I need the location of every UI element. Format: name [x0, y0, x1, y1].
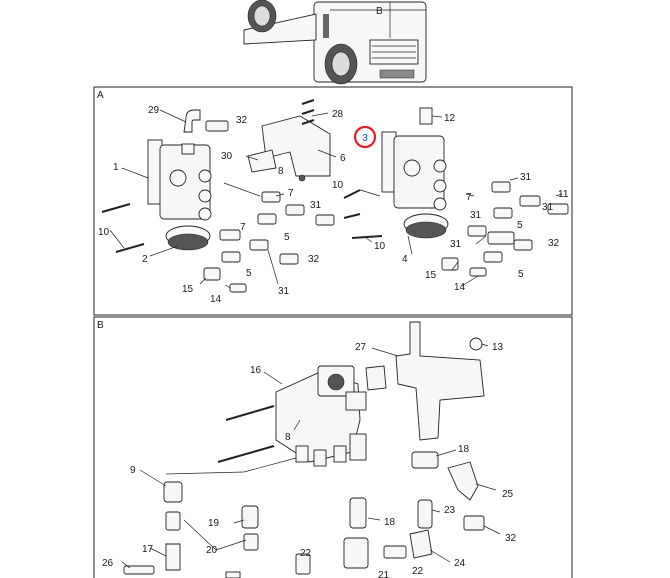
callout-32b: 32 — [308, 254, 320, 265]
b-callout-22a: 22 — [300, 548, 312, 559]
b-callout-20: 20 — [206, 545, 218, 556]
callout-5a: 5 — [284, 232, 290, 243]
callout-29: 29 — [148, 105, 160, 116]
callout-5c: 5 — [517, 220, 523, 231]
callout-10a: 10 — [98, 227, 110, 238]
callout-14b: 14 — [454, 282, 466, 293]
callout-31e: 31 — [542, 202, 554, 213]
panel-b-label: B — [97, 320, 104, 331]
callout-8: 8 — [278, 166, 284, 177]
b-callout-16: 16 — [250, 365, 262, 376]
b-callout-17: 17 — [142, 544, 154, 555]
callout-15a: 15 — [182, 284, 194, 295]
panel-a-label: A — [97, 90, 104, 101]
truck-illustration — [243, 0, 427, 85]
callout-31c: 31 — [520, 172, 532, 183]
highlight-callout-3[interactable]: 3 — [362, 133, 368, 144]
callout-15b: 15 — [425, 270, 437, 281]
panel-b-frame — [93, 316, 573, 578]
b-callout-22b: 22 — [412, 566, 424, 577]
callout-10c: 10 — [374, 241, 386, 252]
b-callout-18b: 18 — [384, 517, 396, 528]
b-callout-21: 21 — [378, 570, 390, 578]
callout-12: 12 — [444, 113, 456, 124]
callout-1: 1 — [113, 162, 119, 173]
callout-4: 4 — [402, 254, 408, 265]
panel-a-callouts: 29 32 28 1 30 6 8 7 31 7 5 10 2 5 32 15 … — [98, 105, 569, 305]
b-callout-9: 9 — [130, 465, 136, 476]
panel-a-parts — [101, 99, 569, 293]
panel-a-frame — [93, 86, 573, 316]
callout-5d: 5 — [518, 269, 524, 280]
callout-31d: 31 — [470, 210, 482, 221]
callout-14a: 14 — [210, 294, 222, 305]
b-callout-24: 24 — [454, 558, 466, 569]
highlight-circle-3[interactable] — [353, 125, 377, 149]
panel-b-parts — [123, 321, 485, 578]
callout-2: 2 — [142, 254, 148, 265]
callout-11: 11 — [558, 189, 569, 200]
b-callout-26: 26 — [102, 558, 114, 569]
callout-7b: 7 — [240, 222, 246, 233]
callout-7a: 7 — [288, 188, 294, 199]
panel-b-callouts: 27 13 16 8 9 18 25 19 18 23 32 17 20 22 … — [102, 342, 517, 578]
b-callout-13: 13 — [492, 342, 504, 353]
callout-28: 28 — [332, 109, 344, 120]
b-callout-23: 23 — [444, 505, 456, 516]
callout-30: 30 — [221, 151, 233, 162]
callout-31b: 31 — [278, 286, 290, 297]
b-callout-18a: 18 — [458, 444, 470, 455]
callout-10b: 10 — [332, 180, 344, 191]
callout-7c: 7 — [466, 192, 472, 203]
callout-5b: 5 — [246, 268, 252, 279]
callout-31a: 31 — [310, 200, 322, 211]
callout-32: 32 — [236, 115, 248, 126]
b-callout-25: 25 — [502, 489, 514, 500]
callout-32c: 32 — [548, 238, 560, 249]
b-callout-8: 8 — [285, 432, 291, 443]
truck-section-label: B — [376, 6, 383, 17]
b-callout-27: 27 — [355, 342, 367, 353]
callout-6: 6 — [340, 153, 346, 164]
b-callout-19: 19 — [208, 518, 220, 529]
panel-b-leader-lines — [121, 343, 501, 569]
panel-a-leader-lines — [109, 109, 563, 289]
b-callout-32: 32 — [505, 533, 517, 544]
callout-31f: 31 — [450, 239, 462, 250]
